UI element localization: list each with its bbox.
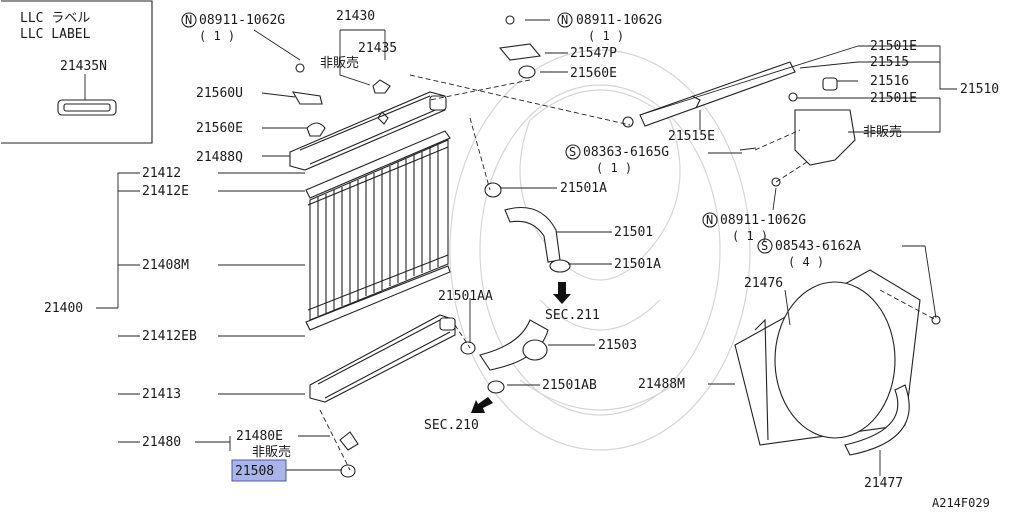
part-21510[interactable]: 21510 — [960, 82, 999, 97]
part-21501AB[interactable]: 21501AB — [542, 378, 597, 393]
part-21508[interactable]: 21508 — [235, 464, 274, 479]
nonsale-bottom: 非販売 — [252, 444, 291, 460]
section-arrows — [471, 282, 571, 413]
selected-part-highlight[interactable] — [231, 459, 287, 482]
arrow-down-icon — [553, 282, 571, 304]
part-21480E[interactable]: 21480E — [236, 429, 283, 444]
part-21400[interactable]: 21400 — [44, 301, 83, 316]
part-21488Q[interactable]: 21488Q — [196, 150, 243, 165]
part-21501E-mid[interactable]: 21501E — [870, 91, 917, 106]
seal-21412EB — [305, 265, 451, 331]
part-08911-tank[interactable]: 08911-1062G — [720, 213, 806, 228]
shroud-ring-21477 — [844, 384, 910, 456]
fan-shroud — [734, 269, 941, 456]
part-21515[interactable]: 21515 — [870, 55, 909, 70]
part-08911-mid[interactable]: 08911-1062G — [576, 13, 662, 28]
part-21560E-left[interactable]: 21560E — [196, 121, 243, 136]
screw-symbol-08543: S — [761, 239, 768, 253]
hose-21501 — [504, 206, 561, 263]
nut-symbol-tank: N — [706, 213, 713, 227]
llc-label-title-jp: LLC ラベル — [20, 11, 90, 26]
lower-tank — [309, 314, 456, 451]
cap-21430 — [372, 79, 391, 94]
circled-symbols: N N S N S — [181, 12, 773, 254]
part-labels: 08911-1062G ( 1 ) 21430 21435 非販売 08911-… — [44, 9, 999, 510]
drain-cock-21480 — [339, 431, 359, 451]
diagram-ref-code: A214F029 — [932, 496, 990, 510]
part-21435[interactable]: 21435 — [358, 41, 397, 56]
assembly-dashed-lines — [319, 74, 937, 471]
part-21560E-right[interactable]: 21560E — [570, 66, 617, 81]
part-21488M[interactable]: 21488M — [638, 377, 685, 392]
llc-label-sticker — [57, 99, 117, 116]
overflow-hose-21515 — [639, 61, 796, 127]
part-08543[interactable]: 08543-6162A — [775, 239, 861, 254]
part-21412E[interactable]: 21412E — [142, 184, 189, 199]
part-21501AA[interactable]: 21501AA — [438, 289, 493, 304]
llc-label-inset: LLC ラベル LLC LABEL 21435N — [1, 0, 153, 144]
reservoir-tank — [739, 77, 856, 187]
part-21501[interactable]: 21501 — [614, 225, 653, 240]
part-21412EB[interactable]: 21412EB — [142, 329, 197, 344]
part-08363[interactable]: 08363-6165G — [583, 145, 669, 160]
part-21501A-top[interactable]: 21501A — [560, 181, 607, 196]
radiator-core — [305, 130, 451, 331]
part-21477[interactable]: 21477 — [864, 476, 903, 491]
part-21503[interactable]: 21503 — [598, 338, 637, 353]
nut-symbol-top: N — [185, 13, 192, 27]
part-21501E-top[interactable]: 21501E — [870, 39, 917, 54]
part-21515E[interactable]: 21515E — [668, 129, 715, 144]
part-08911-top[interactable]: 08911-1062G — [199, 13, 285, 28]
llc-label-title-en: LLC LABEL — [20, 27, 91, 42]
nut-symbol-mid: N — [561, 13, 568, 27]
reservoir-cap — [822, 77, 838, 91]
part-21480[interactable]: 21480 — [142, 435, 181, 450]
part-21430[interactable]: 21430 — [336, 9, 375, 24]
part-21547P[interactable]: 21547P — [570, 46, 617, 61]
hose-21503 — [479, 319, 549, 371]
watermark-emblem — [449, 49, 751, 451]
qty-08363: ( 1 ) — [596, 161, 632, 175]
part-21412[interactable]: 21412 — [142, 166, 181, 181]
upper-tank — [289, 79, 447, 171]
sec-211-ref[interactable]: SEC.211 — [545, 308, 600, 323]
arrow-down-left-icon — [471, 397, 493, 413]
nonsale-top: 非販売 — [320, 55, 359, 71]
qty-08911-mid: ( 1 ) — [588, 29, 624, 43]
qty-08911-tank: ( 1 ) — [732, 229, 768, 243]
sec-210-ref[interactable]: SEC.210 — [424, 418, 479, 433]
part-21408M[interactable]: 21408M — [142, 258, 189, 273]
leader-lines — [96, 19, 957, 476]
part-21413[interactable]: 21413 — [142, 387, 181, 402]
part-21560U[interactable]: 21560U — [196, 86, 243, 101]
screw-symbol-08363: S — [569, 145, 576, 159]
seal-21412 — [305, 130, 451, 199]
part-21516[interactable]: 21516 — [870, 74, 909, 89]
part-21435N-label: 21435N — [60, 59, 107, 74]
nonsale-tank: 非販売 — [863, 124, 902, 140]
qty-08543: ( 4 ) — [788, 255, 824, 269]
fittings — [291, 15, 542, 478]
part-21501A-bottom[interactable]: 21501A — [614, 257, 661, 272]
part-21476[interactable]: 21476 — [744, 276, 783, 291]
qty-08911-top: ( 1 ) — [199, 29, 235, 43]
